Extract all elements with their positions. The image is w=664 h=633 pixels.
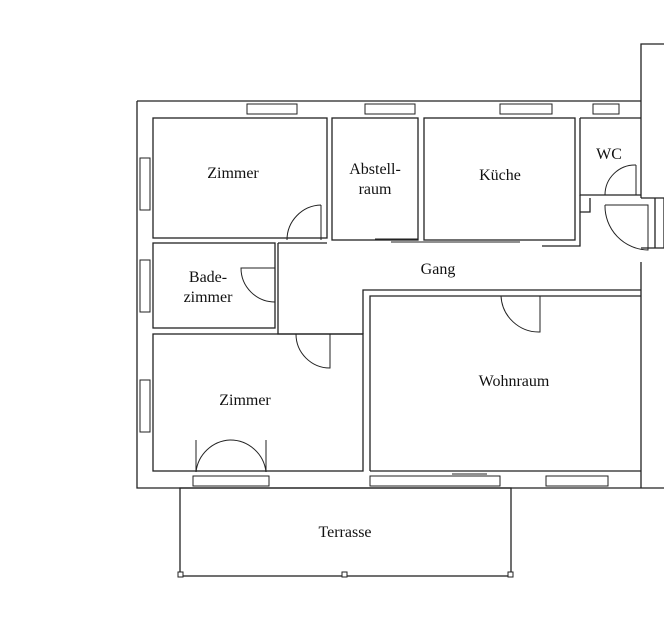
room-zimmer-bottom [152, 333, 364, 472]
wc-step [542, 195, 591, 247]
label-abstellraum-1: Abstell- [349, 161, 401, 178]
window [139, 379, 151, 433]
terrace-door [192, 475, 270, 487]
room-wohnraum-wall [362, 289, 641, 471]
window [364, 103, 416, 115]
door-wc [604, 164, 637, 196]
window [499, 103, 553, 115]
sliding-window [369, 475, 501, 487]
door-zimmer-bottom [295, 333, 331, 369]
label-badezimmer-1: Bade- [189, 269, 227, 286]
door-terrace [195, 439, 267, 473]
sliding-doors [375, 238, 520, 243]
gang-wall-left [277, 242, 363, 335]
label-kueche: Küche [479, 167, 521, 184]
door-entrance [604, 204, 649, 251]
label-wc: WC [596, 146, 622, 163]
terrace-post [507, 571, 514, 578]
terrace-post [341, 571, 348, 578]
room-badezimmer [152, 242, 276, 329]
room-walls [152, 117, 641, 578]
label-abstellraum-2: raum [359, 181, 392, 198]
room-zimmer-top [152, 117, 328, 239]
terrace-post [177, 571, 184, 578]
label-badezimmer-2: zimmer [184, 289, 234, 306]
label-wohnraum: Wohnraum [479, 373, 550, 390]
door-zimmer-top [286, 204, 322, 241]
room-labels: Zimmer Abstell- raum Küche WC Bade- zimm… [184, 146, 622, 541]
window [592, 103, 620, 115]
label-terrasse: Terrasse [318, 524, 371, 541]
room-abstellraum [331, 117, 419, 241]
window [139, 157, 151, 211]
label-zimmer-top: Zimmer [207, 165, 259, 182]
window [246, 103, 298, 115]
window [545, 475, 609, 487]
label-gang: Gang [421, 261, 456, 278]
doors [195, 164, 649, 475]
windows [139, 103, 620, 487]
label-zimmer-bottom: Zimmer [219, 392, 271, 409]
window [139, 259, 151, 313]
door-badezimmer [240, 267, 276, 303]
outer-walls [136, 43, 664, 489]
room-kueche [423, 117, 576, 241]
door-wohnraum [500, 295, 541, 333]
